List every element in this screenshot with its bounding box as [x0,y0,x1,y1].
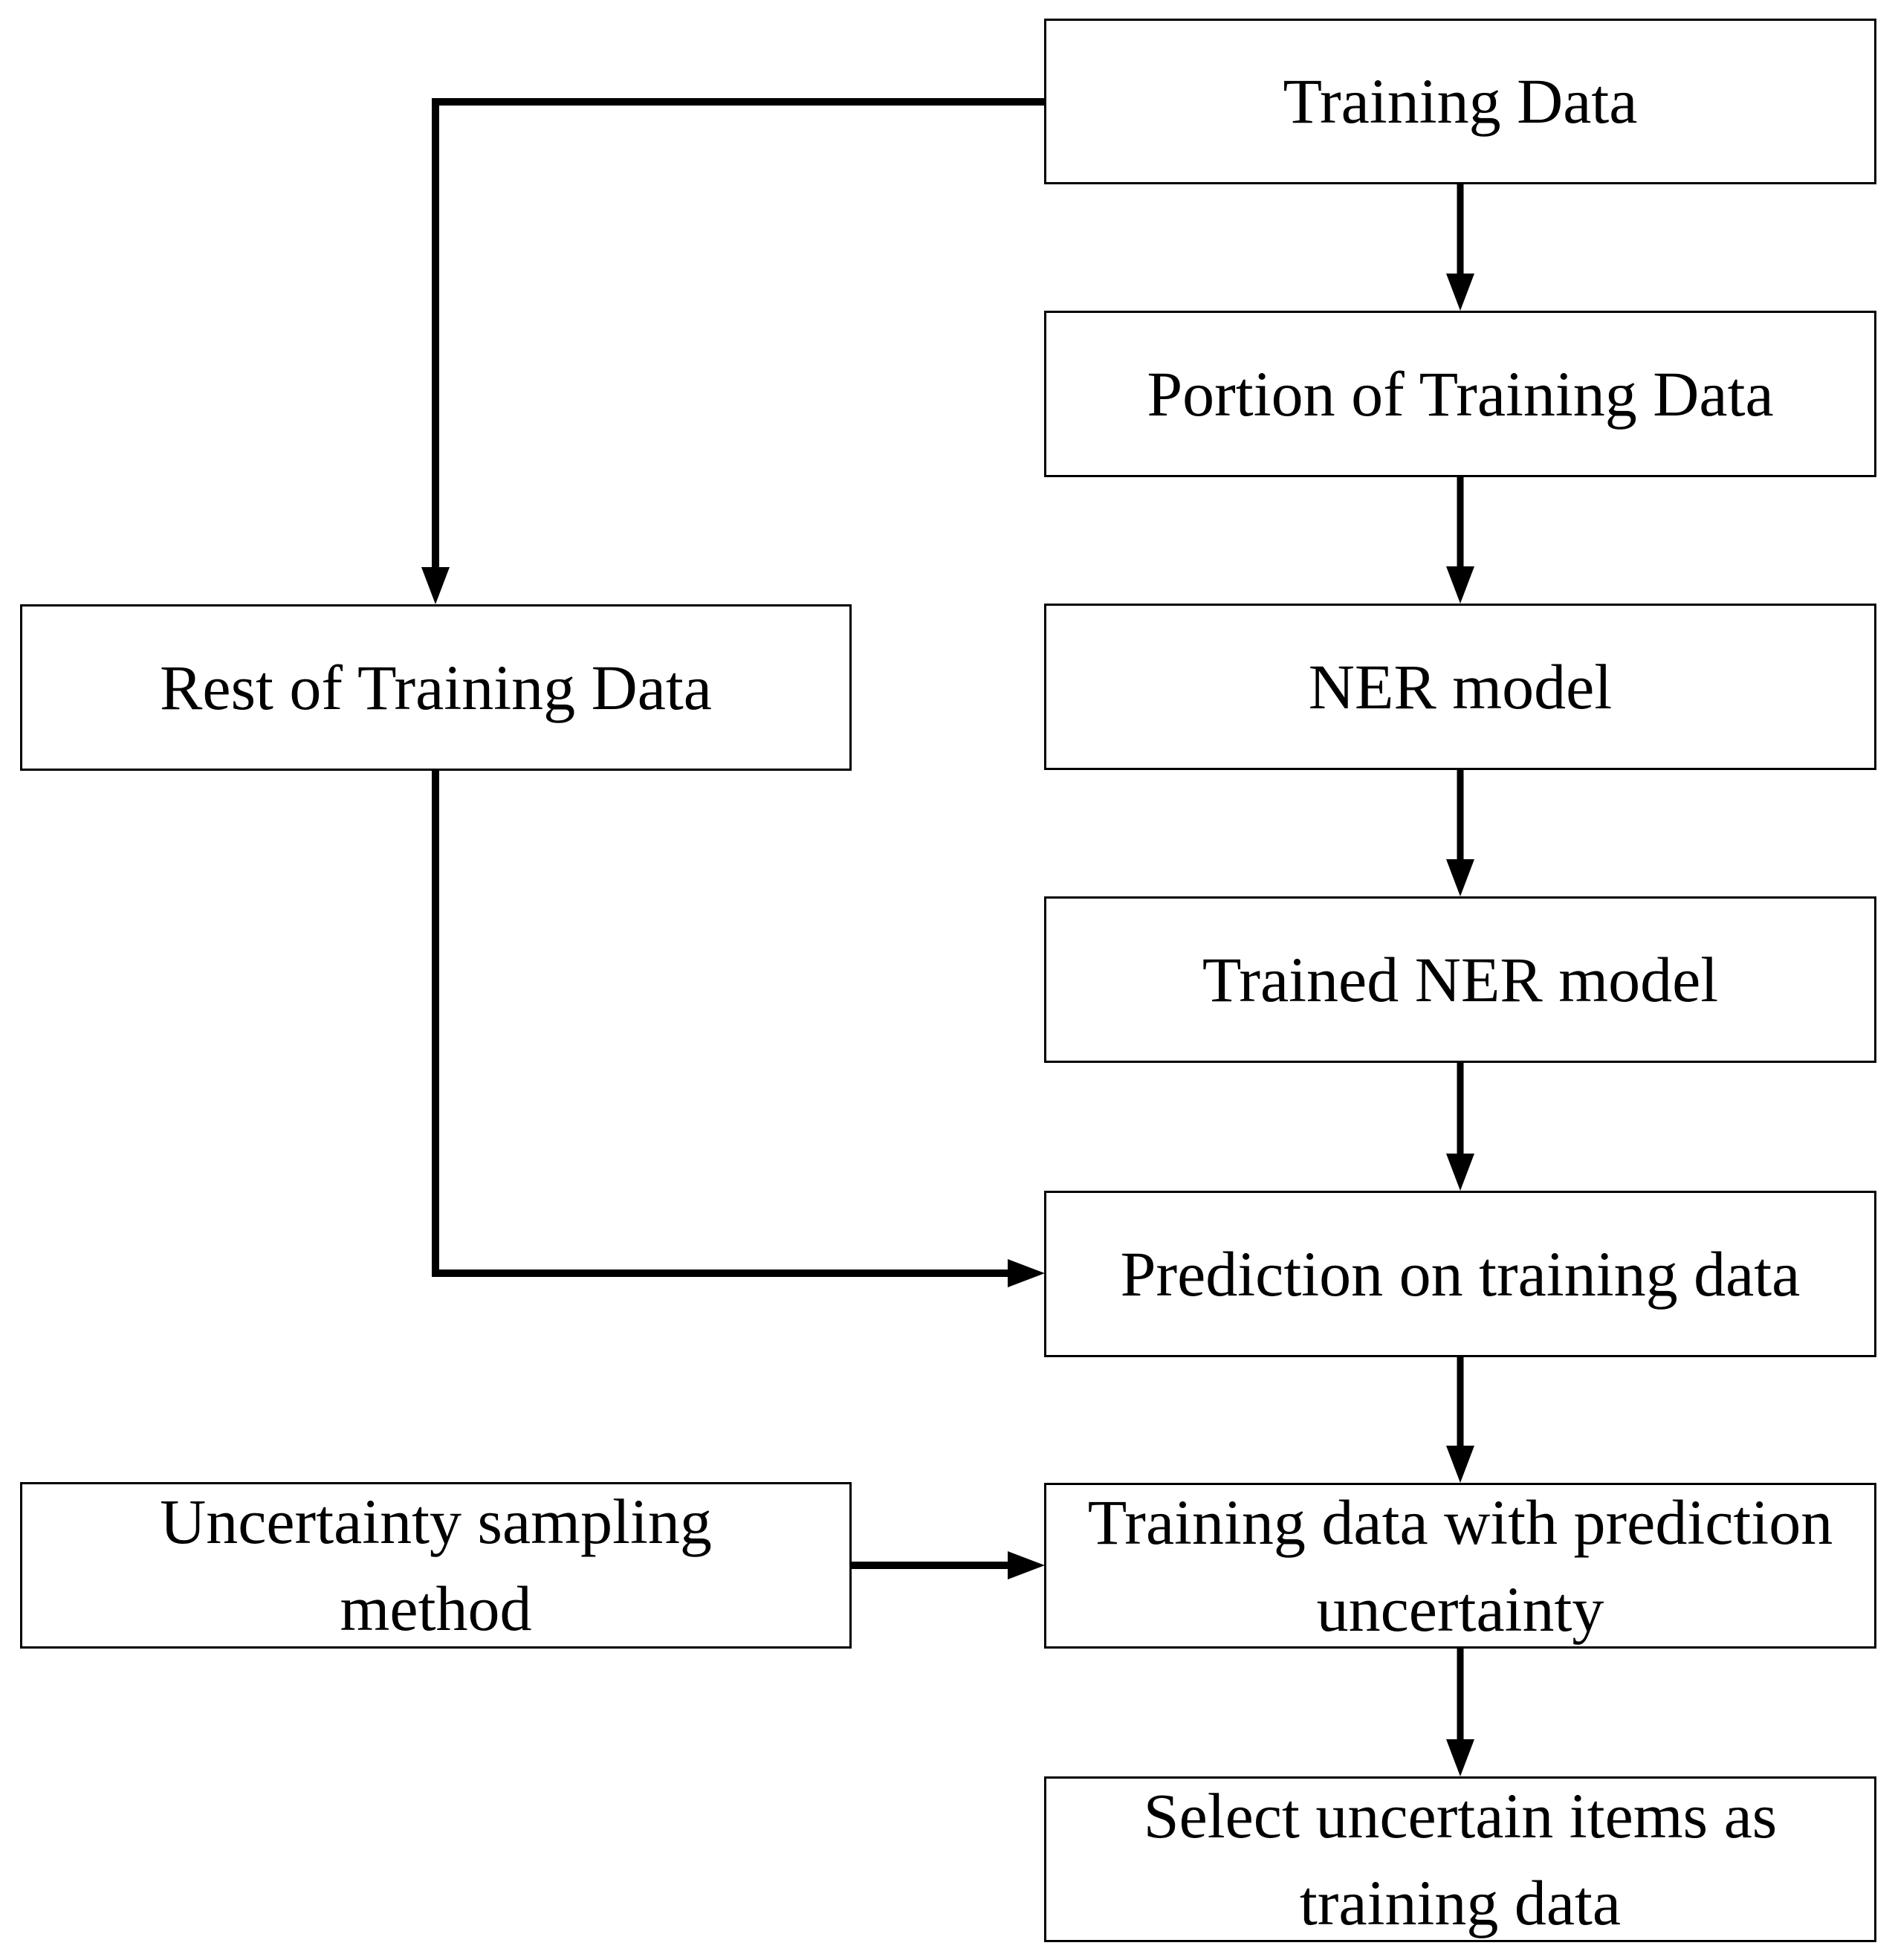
arrowhead [1446,1154,1474,1191]
node-prediction-on-training-data: Prediction on training data [1044,1191,1876,1357]
node-select-uncertain-items-label-line1: Select uncertain items as [1143,1779,1778,1851]
edge-prediction-to-training-data-with-uncertainty [1446,1357,1474,1483]
edge-training-data-with-uncertainty-to-select [1446,1649,1474,1776]
node-uncertainty-sampling-method-label-line1: Uncertainty sampling [160,1486,712,1557]
arrowhead [1446,1739,1474,1776]
edge-trained-ner-model-to-prediction [1446,1063,1474,1191]
node-training-data-with-prediction-uncertainty: Training data with prediction uncertaint… [1044,1483,1876,1649]
node-uncertainty-sampling-method: Uncertainty sampling method [20,1482,852,1649]
node-portion-of-training-data-label: Portion of Training Data [1147,358,1774,430]
edge-portion-to-ner-model [1446,477,1474,604]
arrowhead [1446,1446,1474,1483]
arrowhead [1446,566,1474,604]
arrowhead [1446,859,1474,896]
edge-training-data-to-portion [1446,184,1474,311]
node-rest-of-training-data: Rest of Training Data [20,604,852,771]
node-select-uncertain-items-as-training-data: Select uncertain items as training data [1044,1776,1876,1942]
edge-uncertainty-method-to-training-data-with-uncertainty [852,1551,1045,1579]
node-ner-model-label: NER model [1308,650,1613,722]
edge-training-data-to-rest [421,98,1044,604]
node-uncertainty-sampling-method-label-line2: method [340,1573,532,1644]
node-trained-ner-model: Trained NER model [1044,896,1876,1063]
edge-ner-model-to-trained-ner-model [1446,770,1474,896]
arrowhead [1446,274,1474,311]
node-rest-of-training-data-label: Rest of Training Data [160,651,712,723]
node-prediction-on-training-data-label: Prediction on training data [1120,1238,1801,1310]
edge-rest-to-prediction [432,771,1045,1287]
node-training-data-with-prediction-uncertainty-label-line2: uncertainty [1316,1573,1604,1645]
arrowhead [1008,1551,1045,1579]
node-portion-of-training-data: Portion of Training Data [1044,311,1876,477]
arrowhead [1008,1259,1045,1287]
node-training-data-label: Training Data [1283,65,1638,137]
node-select-uncertain-items-label-line2: training data [1299,1866,1622,1938]
arrowhead [421,567,450,604]
node-trained-ner-model-label: Trained NER model [1202,943,1719,1015]
node-training-data-with-prediction-uncertainty-label-line1: Training data with prediction [1087,1486,1833,1558]
node-ner-model: NER model [1044,604,1876,770]
node-training-data: Training Data [1044,19,1876,184]
